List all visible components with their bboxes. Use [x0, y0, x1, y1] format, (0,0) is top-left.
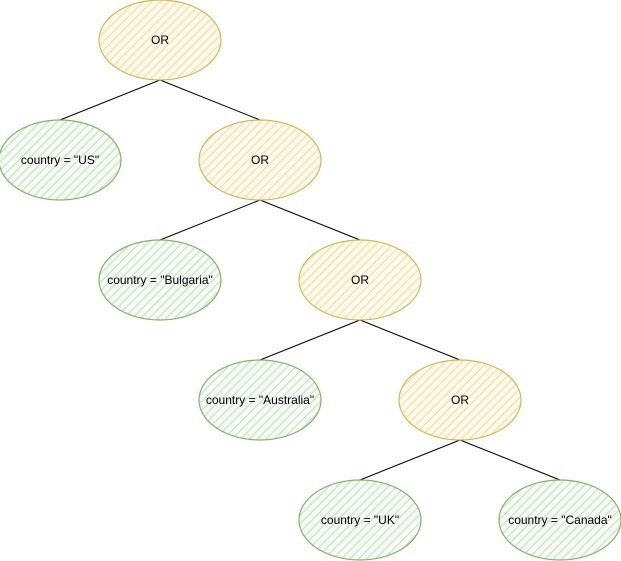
edges: [59, 79, 561, 481]
leaf-node: country = "UK": [298, 479, 422, 561]
edge-or2-leaf_bulgaria: [159, 199, 261, 241]
node-ellipse: [98, 239, 222, 321]
node-ellipse: [0, 119, 122, 201]
node-ellipse: [398, 359, 522, 441]
node-label: country = "Bulgaria": [107, 273, 213, 287]
node-label: country = "Canada": [508, 513, 612, 527]
edge-or1-leaf_us: [59, 79, 161, 121]
node-label: country = "UK": [321, 513, 399, 527]
leaf-node: country = "Australia": [198, 359, 322, 441]
node-label: country = "US": [21, 153, 99, 167]
node-ellipse: [498, 479, 621, 561]
edge-or3-or4: [359, 319, 461, 361]
node-label: OR: [451, 393, 469, 407]
node-ellipse: [198, 119, 322, 201]
edge-or1-or2: [159, 79, 261, 121]
or-node: OR: [98, 0, 222, 81]
or-node: OR: [298, 239, 422, 321]
or-node: OR: [398, 359, 522, 441]
node-label: OR: [151, 33, 169, 47]
leaf-node: country = "US": [0, 119, 122, 201]
node-ellipse: [198, 359, 322, 441]
node-label: country = "Australia": [206, 393, 314, 407]
or-node: OR: [198, 119, 322, 201]
node-ellipse: [298, 479, 422, 561]
leaf-node: country = "Canada": [498, 479, 621, 561]
edge-or4-leaf_canada: [459, 439, 561, 481]
edge-or3-leaf_australia: [259, 319, 361, 361]
leaf-node: country = "Bulgaria": [98, 239, 222, 321]
node-ellipse: [298, 239, 422, 321]
node-ellipse: [98, 0, 222, 81]
node-label: OR: [351, 273, 369, 287]
edge-or2-or3: [259, 199, 361, 241]
edge-or4-leaf_uk: [359, 439, 461, 481]
node-label: OR: [251, 153, 269, 167]
